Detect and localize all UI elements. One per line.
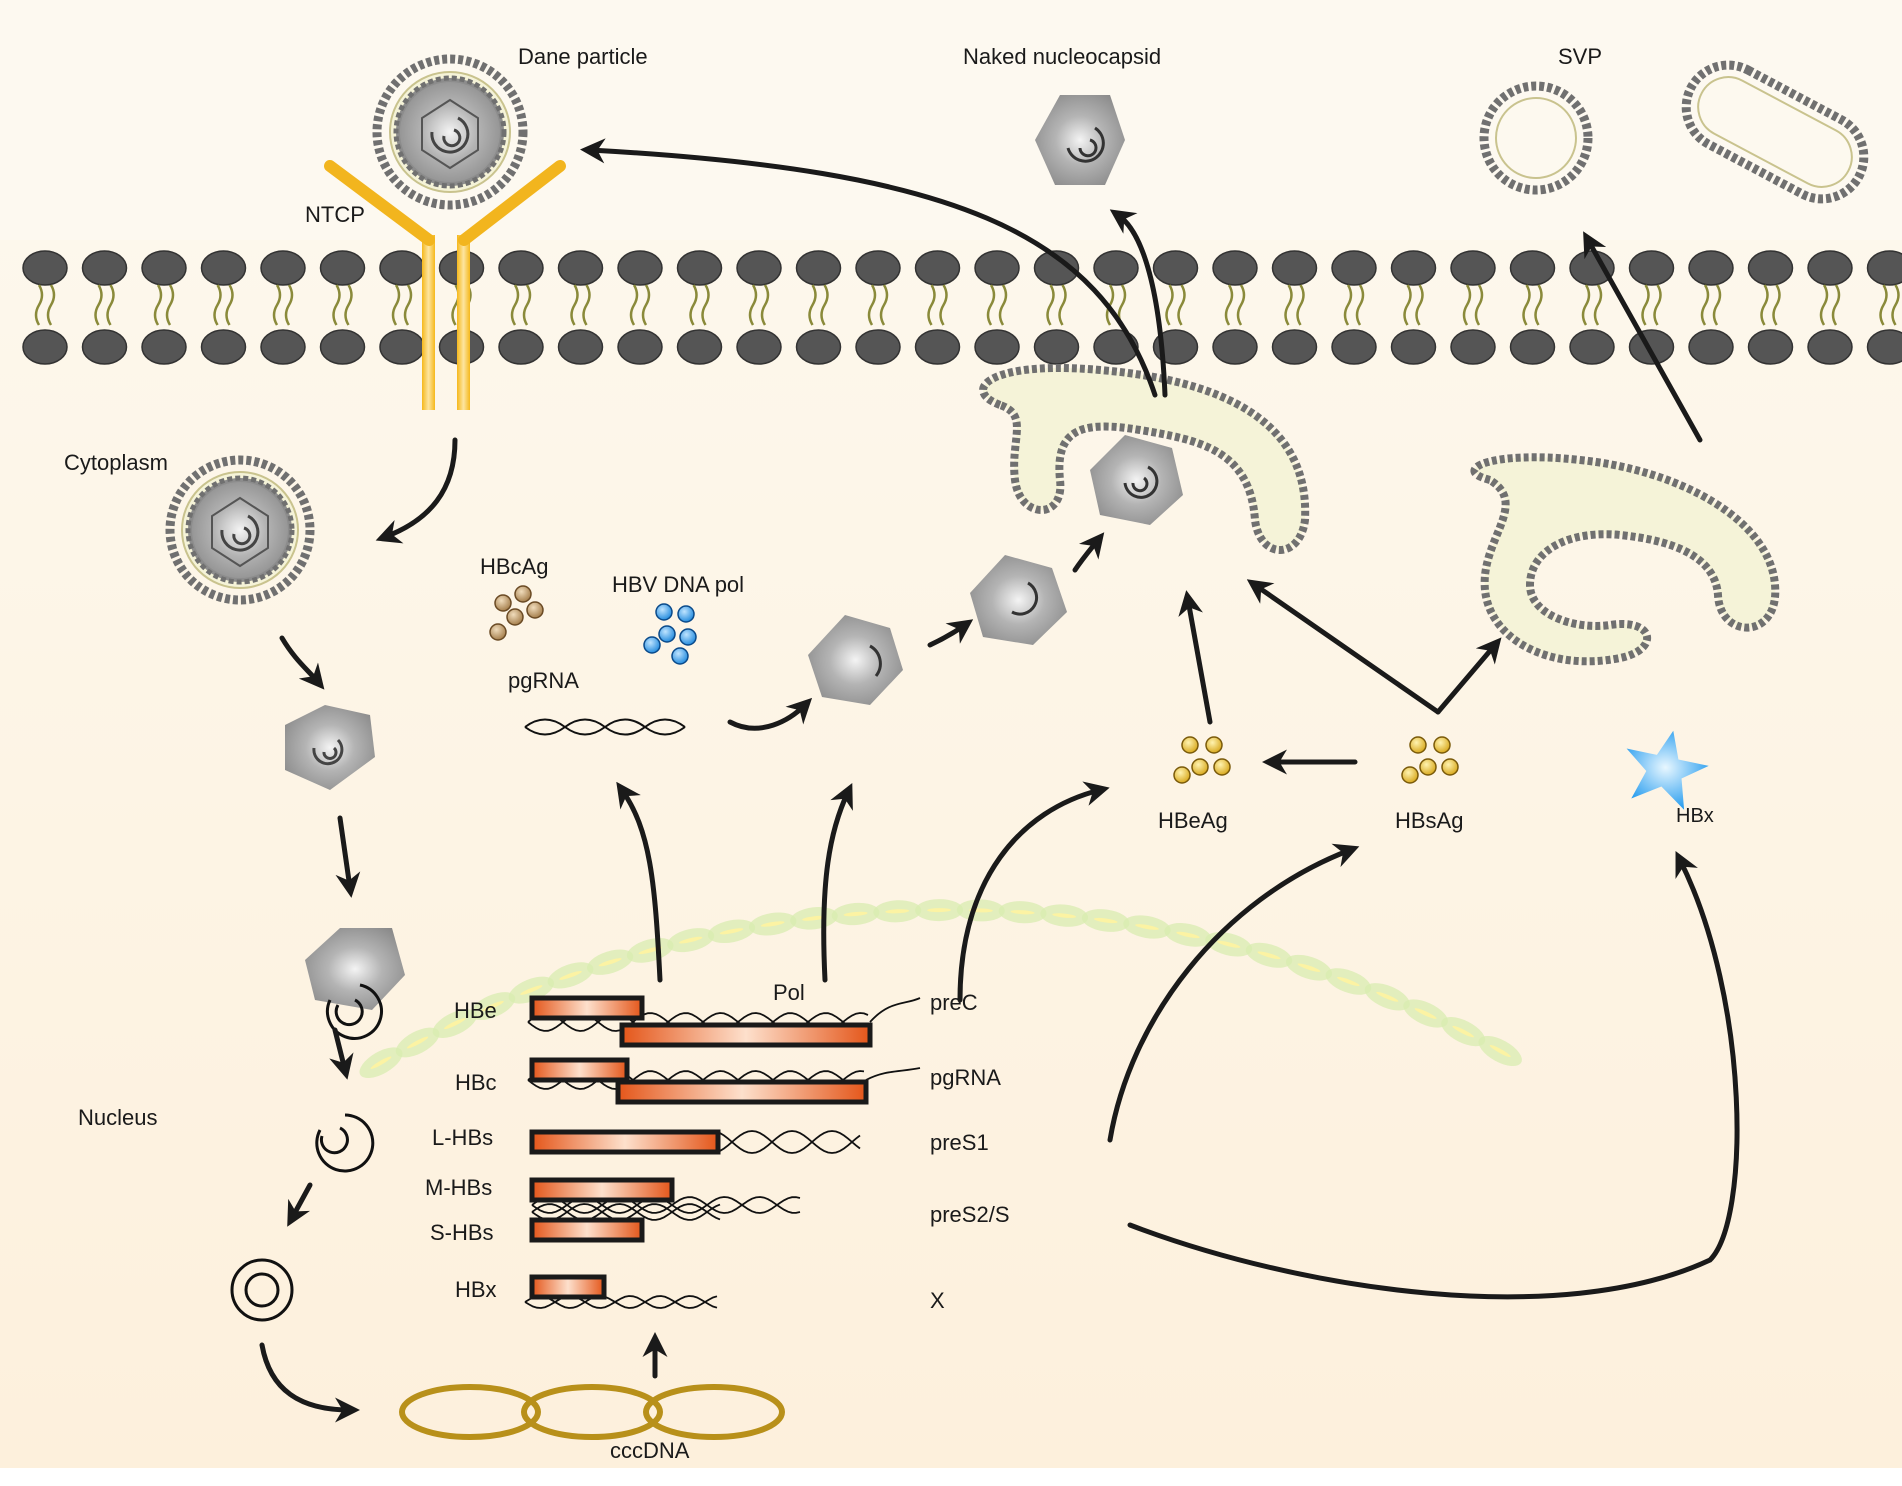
gene-label-s-hbs: S-HBs bbox=[430, 1220, 494, 1245]
er-membrane-left bbox=[979, 364, 1310, 554]
ntcp-receptor bbox=[324, 160, 566, 410]
arrow-hbsag-to-er bbox=[1246, 579, 1441, 715]
label-nucleus: Nucleus bbox=[78, 1105, 157, 1130]
hbx-star-icon bbox=[1626, 730, 1709, 810]
gene-label-l-hbs: L-HBs bbox=[432, 1125, 493, 1150]
rcdna-repair bbox=[315, 1113, 375, 1173]
label-naked-nucleocapsid: Naked nucleocapsid bbox=[963, 44, 1161, 69]
arrow-to-pore bbox=[335, 815, 361, 898]
transcript-label-pres1: preS1 bbox=[930, 1130, 989, 1155]
pgrna-strand-b bbox=[524, 718, 686, 736]
arrow-svp-secretion bbox=[1583, 231, 1703, 443]
arrow-naked-nucleocapsid bbox=[1109, 209, 1168, 398]
hbcag-particles bbox=[489, 585, 544, 641]
naked-nucleocapsid bbox=[1035, 95, 1125, 185]
arrow-uncoating bbox=[279, 635, 325, 690]
transcript-label-x: X bbox=[930, 1288, 945, 1313]
nuclear-envelope bbox=[359, 899, 1522, 1079]
arrow-release bbox=[329, 1027, 354, 1080]
arrow-to-hbsag bbox=[1107, 843, 1360, 1143]
arrow-maturation-2 bbox=[1072, 532, 1105, 573]
arrow-pol-translation bbox=[821, 782, 853, 983]
hbsag-particles bbox=[1401, 736, 1459, 784]
relaxed-circular-dna bbox=[325, 983, 383, 1040]
label-svp: SVP bbox=[1558, 44, 1602, 69]
label-pol: Pol bbox=[773, 980, 805, 1005]
plasma-membrane bbox=[22, 250, 1902, 365]
arrow-hbsag-to-svp-er bbox=[1435, 637, 1502, 715]
label-hbv-dna-pol: HBV DNA pol bbox=[612, 572, 744, 597]
transcript-label-pgrna: pgRNA bbox=[930, 1065, 1001, 1090]
dane-particle-entering bbox=[372, 54, 528, 210]
label-hbeag: HBeAg bbox=[1158, 808, 1228, 833]
covalently-closed-dna bbox=[230, 1258, 294, 1322]
label-dane-particle: Dane particle bbox=[518, 44, 648, 69]
transcript-label-pres2s: preS2/S bbox=[930, 1202, 1010, 1227]
hbv-dna-pol-particles bbox=[643, 603, 697, 665]
label-cccdna: cccDNA bbox=[610, 1438, 690, 1463]
gene-label-m-hbs: M-HBs bbox=[425, 1175, 492, 1200]
arrow-entry bbox=[375, 437, 458, 544]
label-ntcp: NTCP bbox=[305, 202, 365, 227]
label-hbcag: HBcAg bbox=[480, 554, 548, 579]
svp-filamentous bbox=[1681, 60, 1869, 204]
arrow-to-hbeag bbox=[957, 781, 1110, 1003]
cccdna-minichromosome bbox=[399, 1384, 785, 1440]
label-hbsag: HBsAg bbox=[1395, 808, 1463, 833]
uncoated-capsid bbox=[285, 705, 375, 790]
er-membrane-right bbox=[1470, 453, 1780, 666]
arrow-maturation-1 bbox=[927, 619, 974, 648]
flow-arrows bbox=[259, 138, 1740, 1423]
bottom-margin bbox=[0, 1468, 1902, 1486]
arrow-pgrna-export bbox=[616, 781, 663, 983]
assembling-capsid-1 bbox=[808, 615, 903, 705]
gene-label-hbx: HBx bbox=[455, 1277, 497, 1302]
label-cytoplasm: Cytoplasm bbox=[64, 450, 168, 475]
arrow-repair bbox=[287, 1182, 313, 1227]
transcript-label-prec: preC bbox=[930, 990, 978, 1015]
arrow-to-hbx bbox=[1127, 851, 1740, 1300]
label-pgrna-cytoplasm: pgRNA bbox=[508, 668, 579, 693]
gene-bars bbox=[529, 995, 873, 1300]
mature-nucleocapsid bbox=[1090, 435, 1183, 525]
capsid-at-nuclear-pore bbox=[305, 928, 405, 1010]
arrow-to-cccdna bbox=[259, 1342, 360, 1423]
assembling-capsid-2 bbox=[970, 555, 1067, 645]
arrow-hbeag-to-er bbox=[1178, 590, 1213, 725]
gene-label-hbc: HBc bbox=[455, 1070, 497, 1095]
arrow-virion-secretion bbox=[580, 138, 1158, 398]
arrow-encapsidation bbox=[727, 697, 813, 731]
gene-label-hbe: HBe bbox=[454, 998, 497, 1023]
label-hbx-protein: HBx bbox=[1676, 805, 1714, 827]
svp-spherical bbox=[1479, 81, 1593, 195]
hbeag-particles bbox=[1173, 736, 1231, 784]
dane-particle-internalized bbox=[165, 455, 315, 605]
